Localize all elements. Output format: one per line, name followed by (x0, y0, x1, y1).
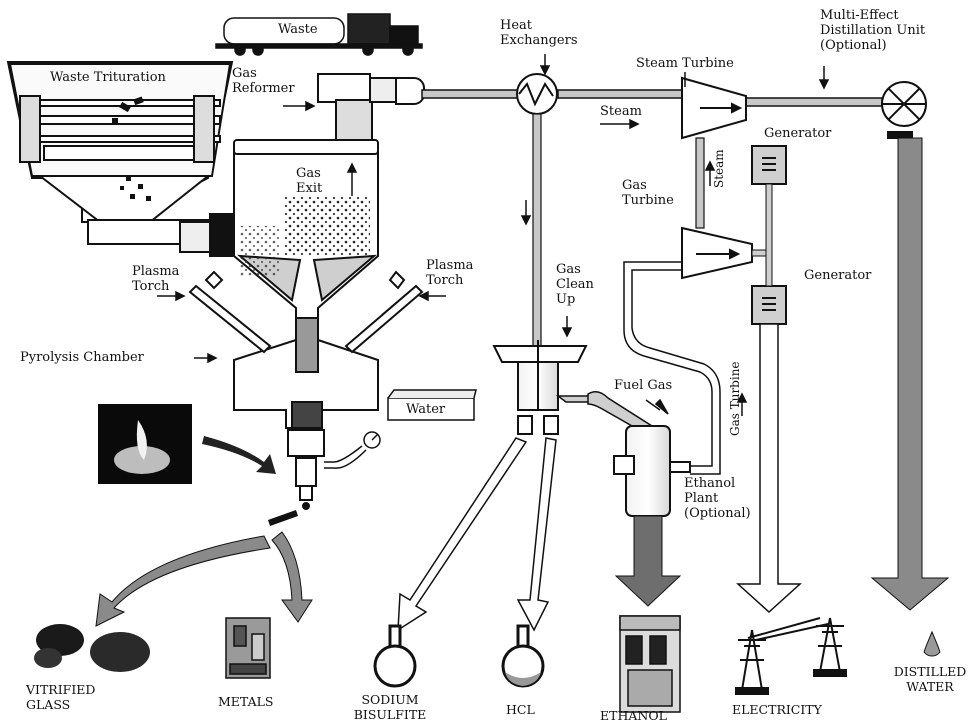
steam-turbine (681, 76, 747, 140)
label-heat-exchangers: Heat Exchangers (500, 18, 578, 48)
output-arrows (95, 137, 950, 632)
slag-outlet (268, 510, 298, 526)
flame-photo-glow (114, 446, 170, 474)
label-gas-reformer: Gas Reformer (232, 66, 295, 96)
reactor-gas-fill-2 (240, 226, 280, 276)
output-sodium-bisulfite: SODIUM BISULFITE (353, 692, 427, 722)
gas-turbine (681, 226, 753, 280)
label-gas-turbine-vertical: Gas Turbine (728, 361, 742, 436)
label-pyrolysis-chamber: Pyrolysis Chamber (20, 350, 144, 365)
power-tower-icon (735, 617, 847, 695)
distillation-unit (881, 81, 927, 139)
output-hcl: HCL (506, 702, 535, 717)
flow-arrows (157, 54, 830, 416)
trituration-hopper (6, 61, 234, 257)
output-ethanol: ETHANOL (600, 708, 667, 723)
gt-to-gen (751, 249, 767, 257)
ethanol-plant (613, 425, 691, 517)
waste-particles (112, 96, 151, 201)
water-tank (324, 389, 477, 469)
label-water: Water (406, 402, 446, 417)
output-vitrified-glass: VITRIFIED GLASS (26, 682, 96, 712)
photo-arrow (202, 436, 276, 474)
label-generator-mid: Generator (804, 268, 872, 283)
label-gas-clean-up: Gas Clean Up (556, 262, 594, 307)
label-waste-trituration: Waste Trituration (50, 70, 166, 85)
output-distilled-water: DISTILLED WATER (893, 664, 967, 694)
reactor-gas-fill (284, 196, 370, 256)
label-gas-turbine: Gas Turbine (622, 178, 674, 208)
label-waste: Waste (278, 22, 318, 37)
plasma-torches (188, 270, 424, 354)
water-drop-icon (923, 630, 941, 657)
fuel-gas-pipe (623, 261, 721, 475)
waste-truck (215, 13, 423, 56)
gen-connector-1 (765, 183, 773, 287)
label-multi-effect: Multi-Effect Distillation Unit (Optional… (820, 8, 926, 53)
label-steam-turbine: Steam Turbine (636, 56, 734, 71)
label-plasma-torch-left: Plasma Torch (132, 264, 180, 294)
label-ethanol-plant: Ethanol Plant (Optional) (684, 476, 751, 521)
hcl-flask-icon (501, 624, 545, 688)
output-metals: METALS (218, 694, 274, 709)
label-gas-exit: Gas Exit (296, 166, 323, 196)
glass-icon (34, 624, 150, 672)
top-pipe (421, 89, 883, 107)
hx-down-pipe (532, 113, 542, 347)
sodium-flask-icon (373, 624, 417, 688)
flame-photo-flame (136, 420, 147, 460)
label-fuel-gas: Fuel Gas (614, 378, 673, 393)
fuel-pump-icon (619, 615, 681, 713)
label-steam: Steam (600, 104, 642, 119)
gas-cleanup-unit (492, 340, 588, 435)
label-plasma-torch-right: Plasma Torch (426, 258, 474, 288)
output-electricity: ELECTRICITY (732, 702, 822, 717)
label-generator-top: Generator (764, 126, 832, 141)
heat-exchanger (516, 73, 558, 115)
steam-down-pipe (695, 137, 705, 229)
metals-icon (225, 617, 271, 679)
label-steam-vertical: Steam (712, 149, 726, 188)
